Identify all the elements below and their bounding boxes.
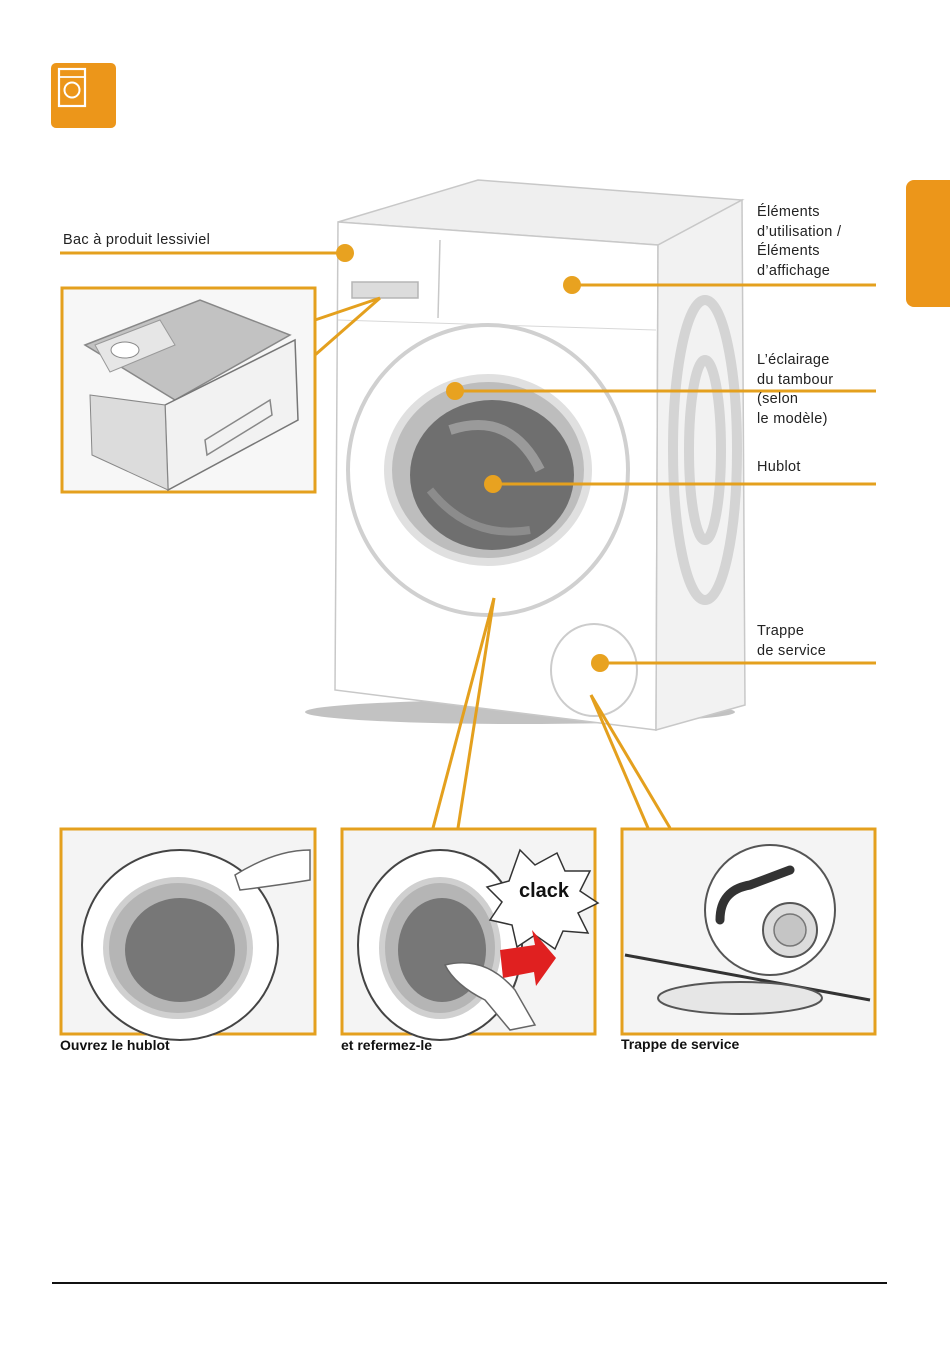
- inset-close-door: clack: [342, 829, 598, 1040]
- inset-open-door: [61, 829, 315, 1040]
- caption-close-door: et refermez-le: [341, 1037, 432, 1053]
- caption-service-flap: Trappe de service: [621, 1036, 739, 1052]
- label-detergent-drawer: Bac à produit lessiviel: [63, 231, 210, 251]
- label-controls: Éléments d’utilisation / Éléments d’affi…: [757, 203, 841, 281]
- label-door: Hublot: [757, 458, 801, 478]
- label-service-flap: Trappe de service: [757, 622, 826, 661]
- drawer-handle: [352, 282, 418, 298]
- caption-open-door: Ouvrez le hublot: [60, 1037, 170, 1053]
- inset-detergent-drawer: [62, 288, 315, 492]
- label-drum-light: L’éclairage du tambour (selon le modèle): [757, 351, 833, 429]
- inset-service-flap: [622, 829, 875, 1034]
- washing-machine-illustration: clack: [0, 0, 950, 1100]
- footer-rule: [52, 1282, 887, 1284]
- sound-effect-text: clack: [519, 880, 570, 902]
